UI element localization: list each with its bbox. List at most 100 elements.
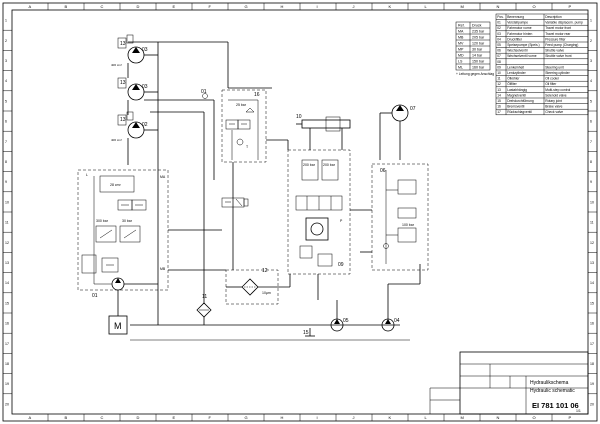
parts-list-header: Benennung xyxy=(507,15,524,19)
valve-block-port-p: P xyxy=(340,219,343,223)
parts-list-cell: 06 xyxy=(497,49,501,53)
border-row-label: 13 xyxy=(590,261,594,265)
border-row-label: 15 xyxy=(5,301,9,305)
motor-bottom-displacement: 406 cm³ xyxy=(111,138,122,142)
border-column-label: E xyxy=(173,415,176,420)
border-row-label: 13 xyxy=(5,261,9,265)
parts-list-cell: 12 xyxy=(497,82,501,86)
motor-bottom-callout: 02 xyxy=(142,122,148,128)
border-row-label: 10 xyxy=(590,200,594,204)
border-row-label: 6 xyxy=(590,120,592,124)
border-row-label: 12 xyxy=(590,241,594,245)
electric-motor: M xyxy=(108,290,128,335)
motor-05-number: 05 xyxy=(343,318,349,324)
border-row-label: 11 xyxy=(5,221,9,225)
border-row-label: 11 xyxy=(590,221,594,225)
parts-list-cell: Drehdurchführung xyxy=(507,99,534,103)
border-row-label: 19 xyxy=(5,382,9,386)
border-row-label: 8 xyxy=(590,160,592,164)
border-row-label: 5 xyxy=(590,99,592,103)
border-row-label: 10 xyxy=(5,200,9,204)
border-row-label: 4 xyxy=(590,79,592,83)
motor-top-callout: 03 xyxy=(142,47,148,53)
oil-filter-number: 12 xyxy=(262,268,268,274)
border-column-label: O xyxy=(533,4,536,9)
pressure-table-cell: MA xyxy=(458,30,464,34)
bottom-circuit: 05 04 15 xyxy=(130,283,420,341)
parts-list-cell: Ölfilter xyxy=(507,82,517,86)
pump-port-l: L xyxy=(86,173,88,177)
parts-list-cell: Rotary joint xyxy=(545,99,562,103)
parts-list-cell: Wechselventil xyxy=(507,49,528,53)
pump-port-ma: MA xyxy=(160,175,166,179)
pressure-table-cell: MV xyxy=(458,42,464,46)
parts-list-header: Pos. xyxy=(497,15,504,19)
motor-middle-number: 13 xyxy=(120,80,126,86)
sheet-number: 1/1 xyxy=(576,409,581,413)
pump-group-pressure-1: 300 bar xyxy=(96,219,109,223)
main-lines xyxy=(168,87,372,271)
border-column-label: I xyxy=(317,4,318,9)
inner-frame xyxy=(11,9,589,415)
border-column-label: P xyxy=(569,415,572,420)
parts-list-cell: Magnetventil xyxy=(507,93,526,97)
brake-valve-internals: 16 25 bar T xyxy=(225,92,260,160)
motor-lines xyxy=(127,41,229,290)
right-valve-internals: 06 100 bar xyxy=(360,168,421,284)
parts-list-cell: Oil cooler xyxy=(545,77,560,81)
border-column-label: B xyxy=(65,4,68,9)
border-column-label: N xyxy=(497,415,500,420)
parts-list-cell: Steering unit xyxy=(545,65,564,69)
parts-list-cell: Brake valve xyxy=(545,105,562,109)
travel-motor-bottom: 13 02 406 cm³ xyxy=(111,111,158,142)
parts-list-cell: 10 xyxy=(497,71,501,75)
border-row-label: 9 xyxy=(5,180,7,184)
pressure-table-header: Ref. xyxy=(458,24,465,28)
border-column-label: J xyxy=(353,4,355,9)
oil-cooler: 11 xyxy=(196,290,212,318)
border-row-label: 3 xyxy=(5,59,7,63)
border-column-label: O xyxy=(533,415,536,420)
pressure-table-cell: MP xyxy=(458,48,464,52)
parts-list-cell: Wechselventil vorne xyxy=(507,54,537,58)
travel-motor-right: 07 xyxy=(379,104,416,160)
border-column-label: P xyxy=(569,4,572,9)
border-row-label: 12 xyxy=(5,241,9,245)
parts-list-cell: 11 xyxy=(497,77,501,81)
border-row-label: 16 xyxy=(590,322,594,326)
border-column-label: A xyxy=(29,415,32,420)
border-row-label: 7 xyxy=(590,140,592,144)
pump-port-mb: MB xyxy=(160,267,166,271)
parts-list-cell: Steering cylinder xyxy=(545,71,570,75)
right-valve-block xyxy=(371,163,429,271)
parts-list-cell: Rückschlagventil xyxy=(507,110,532,114)
border-column-label: G xyxy=(245,4,248,9)
parts-list-cell: Oil filter xyxy=(545,82,557,86)
border-row-label: 15 xyxy=(590,301,594,305)
title-english: Hydraulic schematic xyxy=(530,388,575,394)
brake-valve-number: 16 xyxy=(254,92,260,98)
border-column-label: F xyxy=(209,4,212,9)
parts-list-cell: 01 xyxy=(497,21,501,25)
parts-list-cell: 08 xyxy=(497,60,501,64)
border-column-label: L xyxy=(425,4,428,9)
pressure-table-cell: LS xyxy=(458,60,463,64)
parts-list-cell: 05 xyxy=(497,43,501,47)
border-row-label: 18 xyxy=(590,362,594,366)
border-column-label: H xyxy=(281,415,284,420)
border-row-label: 1 xyxy=(590,19,592,23)
border-row-label: 17 xyxy=(5,342,9,346)
parts-list-cell: Fahrmotor hinten xyxy=(507,32,532,36)
electric-motor-label: M xyxy=(114,321,122,331)
parts-list-cell: 13 xyxy=(497,88,501,92)
pressure-table-header: Druck xyxy=(472,24,482,28)
parts-list-cell: Check valve xyxy=(545,110,563,114)
steering-valve-block xyxy=(287,149,351,275)
motor-top-displacement: 406 cm³ xyxy=(111,63,122,67)
border-column-label: D xyxy=(137,4,140,9)
border-column-label: G xyxy=(245,415,248,420)
